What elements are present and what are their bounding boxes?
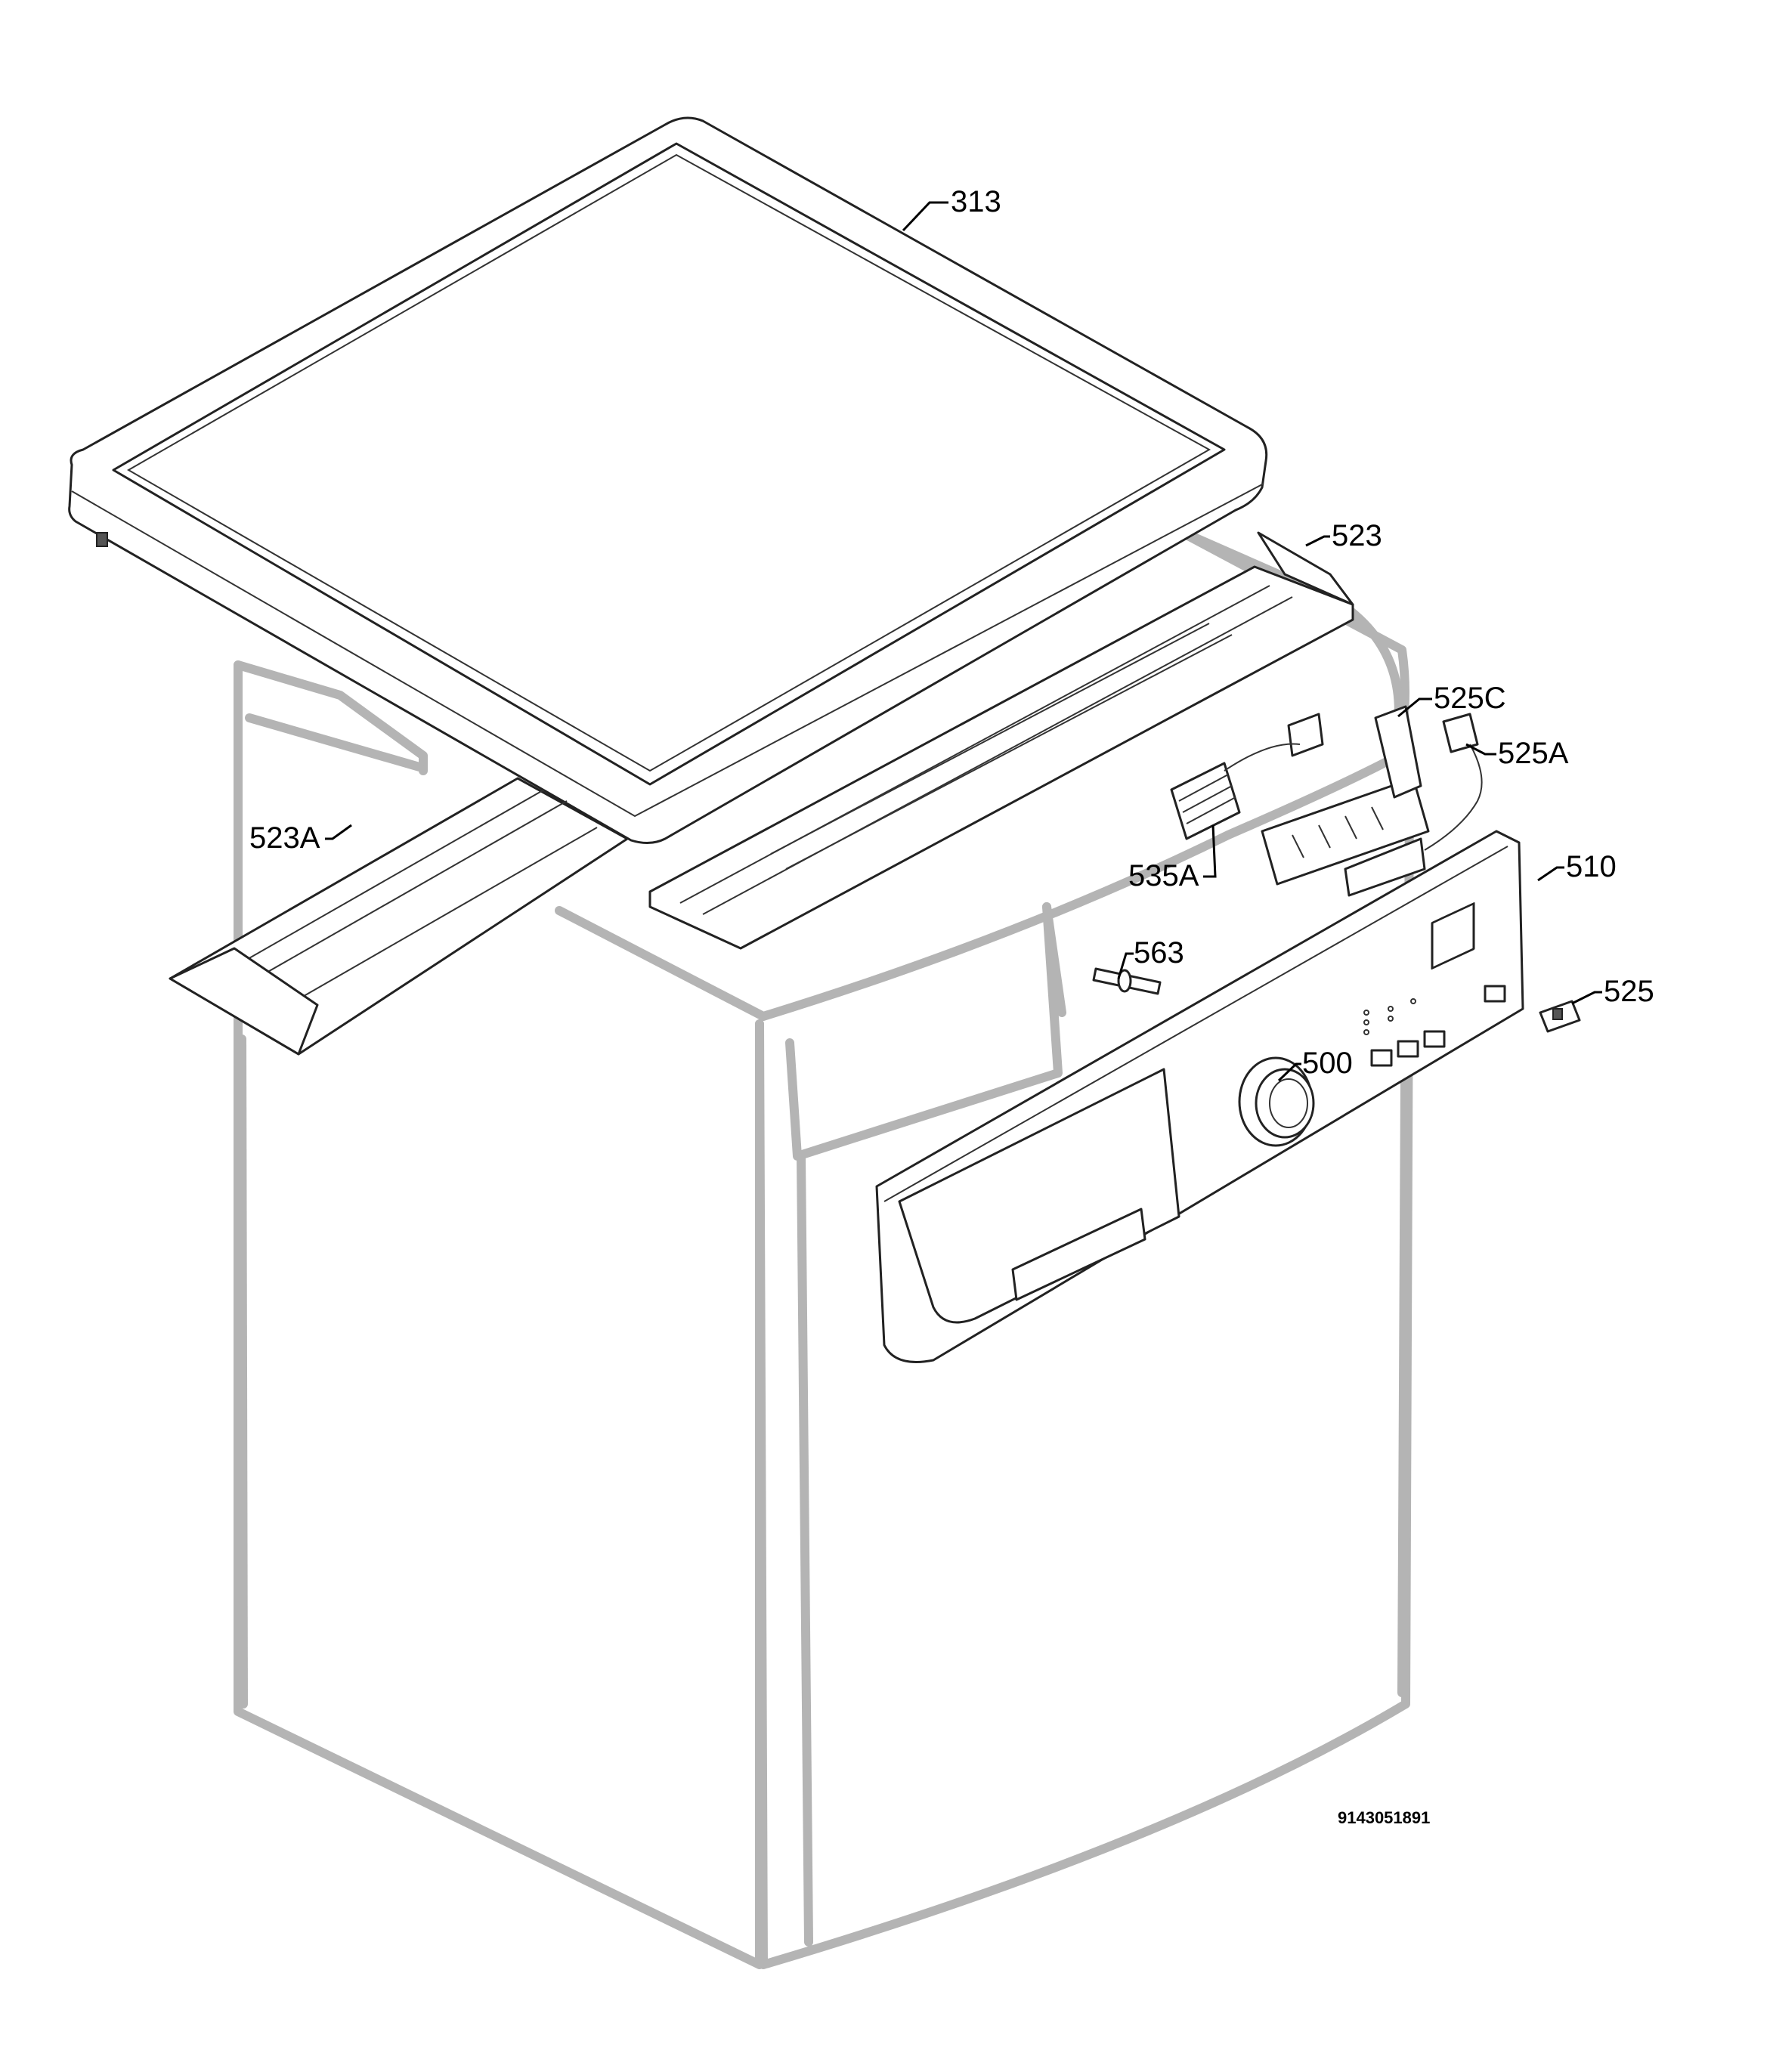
- panel-button-3: [1423, 1030, 1446, 1048]
- part-563-push-rod: [1092, 967, 1162, 995]
- rear-rail-end-bracket: [1257, 531, 1354, 606]
- led-4: [1388, 1006, 1394, 1012]
- leader-525: [1571, 991, 1602, 1005]
- part-500-program-knob: [1238, 1056, 1315, 1147]
- callout-525a: 525A: [1498, 737, 1569, 770]
- panel-button-1: [1370, 1049, 1393, 1067]
- part-313-top-lid: [68, 116, 1268, 844]
- control-board-plug: [1344, 837, 1426, 897]
- callout-525c: 525C: [1434, 682, 1506, 715]
- callout-labels: 313 523 525C 525A 523A 535A 510 563 525 …: [249, 185, 1654, 1080]
- harness-connector-block: [1170, 762, 1241, 840]
- control-panel-top-edge: [883, 846, 1508, 1202]
- cabinet-left-top-strip: [234, 660, 428, 775]
- leader-lines: [325, 201, 1602, 1082]
- callout-313: 313: [951, 185, 1001, 218]
- part-523a-left-rail: [169, 777, 629, 1056]
- callout-525: 525: [1604, 975, 1654, 1008]
- leader-500: [1277, 1062, 1301, 1082]
- top-lid-clip: [96, 532, 108, 547]
- callout-500: 500: [1302, 1047, 1353, 1080]
- harness-wire: [1224, 743, 1301, 772]
- cabinet-control-recess-side: [1042, 902, 1066, 1017]
- switch-module-box: [1442, 713, 1479, 753]
- led-2: [1363, 1019, 1369, 1025]
- part-523-rear-rail: [648, 531, 1354, 950]
- leader-313: [902, 201, 948, 232]
- cabinet-front-outline: [755, 774, 1414, 1969]
- top-lid-panel: [126, 153, 1211, 772]
- part-510-control-panel: [875, 830, 1524, 1363]
- left-rail-groove-2: [249, 800, 568, 983]
- cabinet-rear-ledge: [245, 713, 424, 772]
- switch-module-cable: [1424, 744, 1483, 851]
- harness-rear-connector: [1287, 713, 1324, 757]
- led-3: [1363, 1029, 1369, 1035]
- harness-pins: [1178, 774, 1236, 824]
- leader-563: [1117, 952, 1134, 979]
- callout-523: 523: [1332, 519, 1382, 552]
- panel-buttons: [1370, 985, 1506, 1067]
- rear-rail-body: [648, 565, 1354, 950]
- callout-563: 563: [1134, 936, 1184, 970]
- left-rail-groove-3: [294, 827, 598, 1002]
- leader-525a: [1465, 743, 1496, 756]
- rear-rail-groove-3: [770, 623, 1210, 855]
- panel-button-4: [1484, 985, 1506, 1003]
- control-board-bracket: [1374, 705, 1422, 799]
- knob-face: [1269, 1078, 1308, 1128]
- part-535a-wiring-harness: [1170, 713, 1324, 840]
- led-5: [1388, 1016, 1394, 1022]
- panel-button-2: [1397, 1040, 1419, 1058]
- cabinet-control-recess: [785, 902, 1063, 1161]
- left-rail-end-cap: [169, 947, 319, 1056]
- part-525a-switch-module: [1424, 713, 1483, 851]
- rear-rail-groove-4: [785, 634, 1233, 870]
- switch-rocker: [1552, 1008, 1563, 1020]
- leader-525c: [1397, 697, 1432, 718]
- control-board-keys: [1292, 806, 1384, 858]
- part-525c-control-board: [1261, 705, 1430, 897]
- left-rail-groove-1: [226, 789, 545, 972]
- led-6: [1410, 998, 1416, 1004]
- callout-523a: 523A: [249, 821, 320, 855]
- callout-510: 510: [1566, 850, 1617, 883]
- callout-535a: 535A: [1128, 859, 1199, 892]
- panel-indicator-leds: [1363, 998, 1416, 1035]
- leader-523a: [325, 824, 352, 840]
- led-1: [1363, 1010, 1369, 1016]
- knob-cap: [1255, 1068, 1315, 1139]
- cabinet-left-side-inner: [237, 1034, 248, 1709]
- detergent-drawer-handle: [1011, 1208, 1146, 1301]
- display-window: [1431, 902, 1475, 970]
- leader-523: [1305, 535, 1330, 547]
- leader-535a: [1203, 824, 1217, 878]
- top-lid-front-edge: [71, 483, 1264, 818]
- cabinet-front-inner: [797, 1152, 813, 1947]
- document-number: 9143051891: [1338, 1808, 1430, 1827]
- leader-510: [1537, 866, 1564, 882]
- push-rod-collar: [1117, 969, 1132, 993]
- part-525-switch: [1539, 1000, 1581, 1033]
